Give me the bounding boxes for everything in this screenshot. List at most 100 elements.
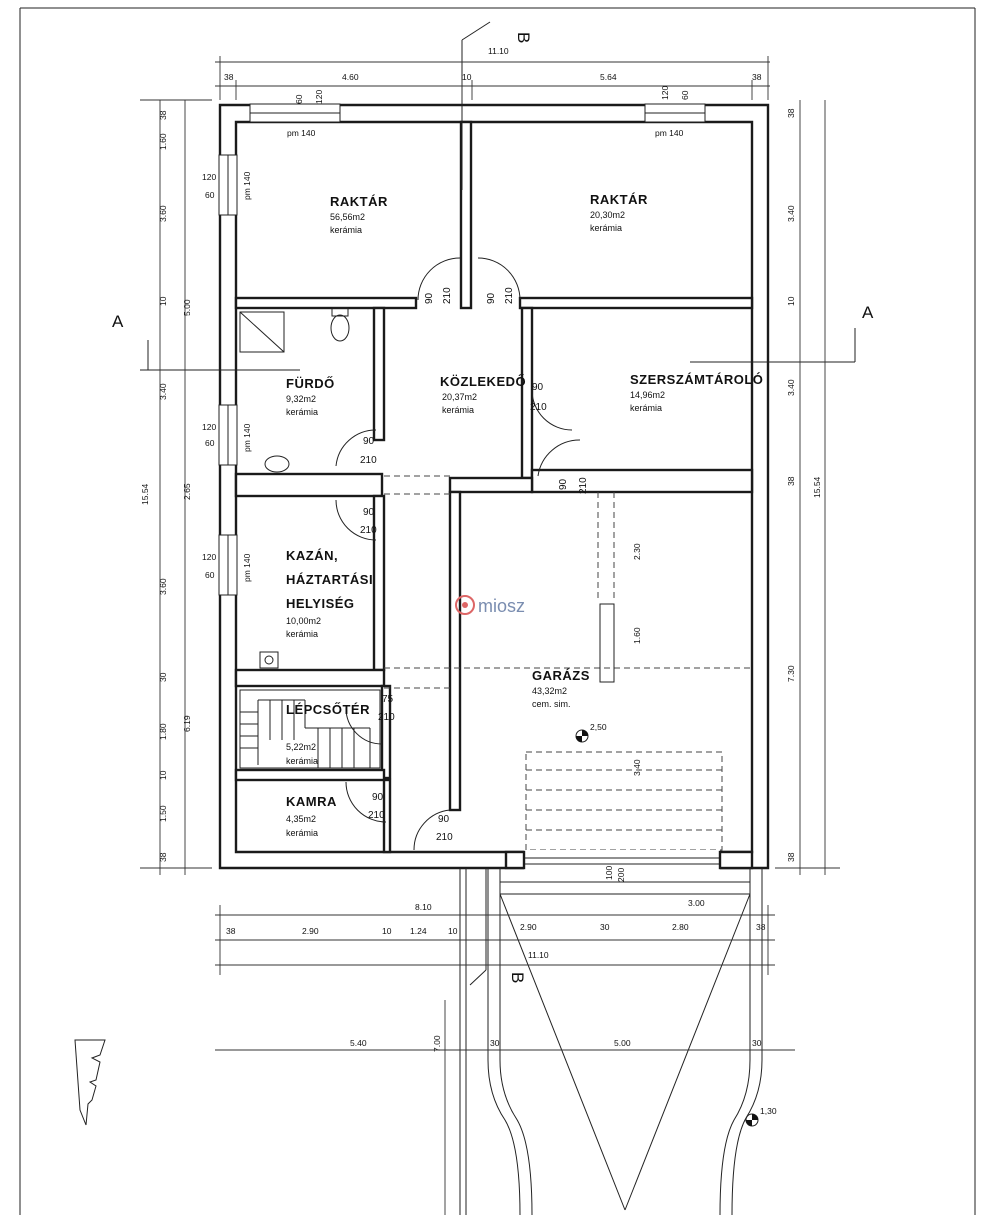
room-raktar1-floor: kerámia [330,225,362,235]
dim-right-1: 38 [786,108,796,118]
room-szerszam-area: 14,96m2 [630,390,665,400]
room-kazan-name-1: KAZÁN, [286,548,338,563]
interior-walls [234,120,754,854]
door-furdo-height: 210 [360,455,377,466]
level-garage: 2,50 [590,722,607,732]
dim-right-7: 38 [786,852,796,862]
room-raktar2-floor: kerámia [590,223,622,233]
room-kozlekedo-floor: kerámia [442,405,474,415]
section-mark-b-top: B [514,32,533,43]
door-kamra-width: 90 [372,792,384,803]
dim-drive-right-30: 30 [752,1038,762,1048]
dim-top-2: 4.60 [342,72,359,82]
door-kozl-bottom-height: 210 [436,832,453,843]
window-sill-60-top-left: 60 [294,94,304,104]
door-szerszam-height: 210 [530,402,547,413]
room-kamra-name: KAMRA [286,794,337,809]
dim-5-40: 5.40 [350,1038,367,1048]
room-szerszam-floor: kerámia [630,403,662,413]
dim-bottom-2: 2.90 [302,926,319,936]
door-lepcso-width: 75 [382,694,394,705]
window-60-2: 60 [205,438,215,448]
level-marker-garage-icon [575,729,589,743]
dim-top-1: 38 [224,72,234,82]
dim-left-12: 1.50 [158,805,168,822]
room-garazs-floor: cem. sim. [532,699,571,709]
dim-top-3: 10 [462,72,472,82]
room-kazan-name-3: HELYISÉG [286,596,355,611]
dim-right-5: 38 [786,476,796,486]
north-arrow-icon [74,1039,106,1126]
room-garazs-name: GARÁZS [532,668,590,683]
window-120-3: 120 [202,552,216,562]
garage-dim-200: 200 [616,868,626,882]
room-furdo-area: 9,32m2 [286,394,316,404]
door-kamra-height: 210 [368,810,385,821]
door-szerszam-width: 90 [532,382,544,393]
dim-left-7: 2.65 [182,483,192,500]
room-lepcso-area: 5,22m2 [286,742,316,752]
door-furdo-width: 90 [363,436,375,447]
room-garazs-area: 43,32m2 [532,686,567,696]
dim-top-4: 5.64 [600,72,617,82]
dashed-outlines [384,475,752,851]
dim-bottom-5: 10 [448,926,458,936]
dim-right-4: 3.40 [786,379,796,396]
dim-right-2: 3.40 [786,205,796,222]
level-marker-drive-icon [745,1113,759,1127]
dim-slope: 6.19 [182,715,192,732]
dim-drive-5-00: 5.00 [614,1038,631,1048]
dimension-lines [140,56,840,1215]
section-lines [140,21,856,986]
room-lepcso-name: LÉPCSŐTÉR [286,702,370,717]
windows [218,103,706,596]
dim-bottom-9: 38 [756,922,766,932]
room-kamra-area: 4,35m2 [286,814,316,824]
door-garage-height: 210 [578,477,589,494]
staircase [239,689,381,769]
dim-left-3: 3.60 [158,205,168,222]
driveway [459,868,763,1215]
dim-total-bottom: 11.10 [528,950,549,960]
window-label-raktar1: pm 140 [287,128,316,138]
room-szerszam-name: SZERSZÁMTÁROLÓ [630,372,763,387]
dim-bottom-8: 2.80 [672,922,689,932]
room-kazan-name-2: HÁZTARTÁSI [286,572,373,587]
dim-left-5: 5.00 [182,299,192,316]
dim-right-6: 7.30 [786,665,796,682]
dim-left-8: 3.60 [158,578,168,595]
dim-bottom-3: 10 [382,926,392,936]
room-kazan-area: 10,00m2 [286,616,321,626]
dim-right-3: 10 [786,296,796,306]
dim-left-2: 1.60 [158,133,168,150]
room-lepcso-floor: kerámia [286,756,318,766]
sink [264,455,290,473]
level-drive: 1,30 [760,1106,777,1116]
window-60-3: 60 [205,570,215,580]
dim-left-1: 38 [158,110,168,120]
room-raktar1-area: 56,56m2 [330,212,365,222]
garage-dim-3-40: 3.40 [632,759,642,776]
dim-left-6: 3.40 [158,383,168,400]
dim-left-10: 1.80 [158,723,168,740]
dim-depth-left: 15.54 [140,483,150,505]
door-kozl-bottom-width: 90 [438,814,450,825]
dim-depth-right: 15.54 [812,476,822,498]
garage-dim-1-60: 1.60 [632,627,642,644]
dim-bottom-4: 1.24 [410,926,427,936]
window-label-raktar2: pm 140 [655,128,684,138]
room-kozlekedo-name: KÖZLEKEDŐ [440,374,526,389]
window-label-left-3: pm 140 [242,553,252,582]
door-raktar1-height: 210 [442,287,453,304]
dim-top-5: 38 [752,72,762,82]
dim-left-4: 10 [158,296,168,306]
logo-text: miosz [478,596,525,616]
window-sill-120-top-right: 120 [660,86,670,100]
window-120-1: 120 [202,172,216,182]
dim-drive-7-00: 7.00 [432,1035,442,1052]
dim-width-8-10: 8.10 [415,902,432,912]
window-120-2: 120 [202,422,216,432]
doors [335,257,581,851]
dim-left-9: 30 [158,672,168,682]
